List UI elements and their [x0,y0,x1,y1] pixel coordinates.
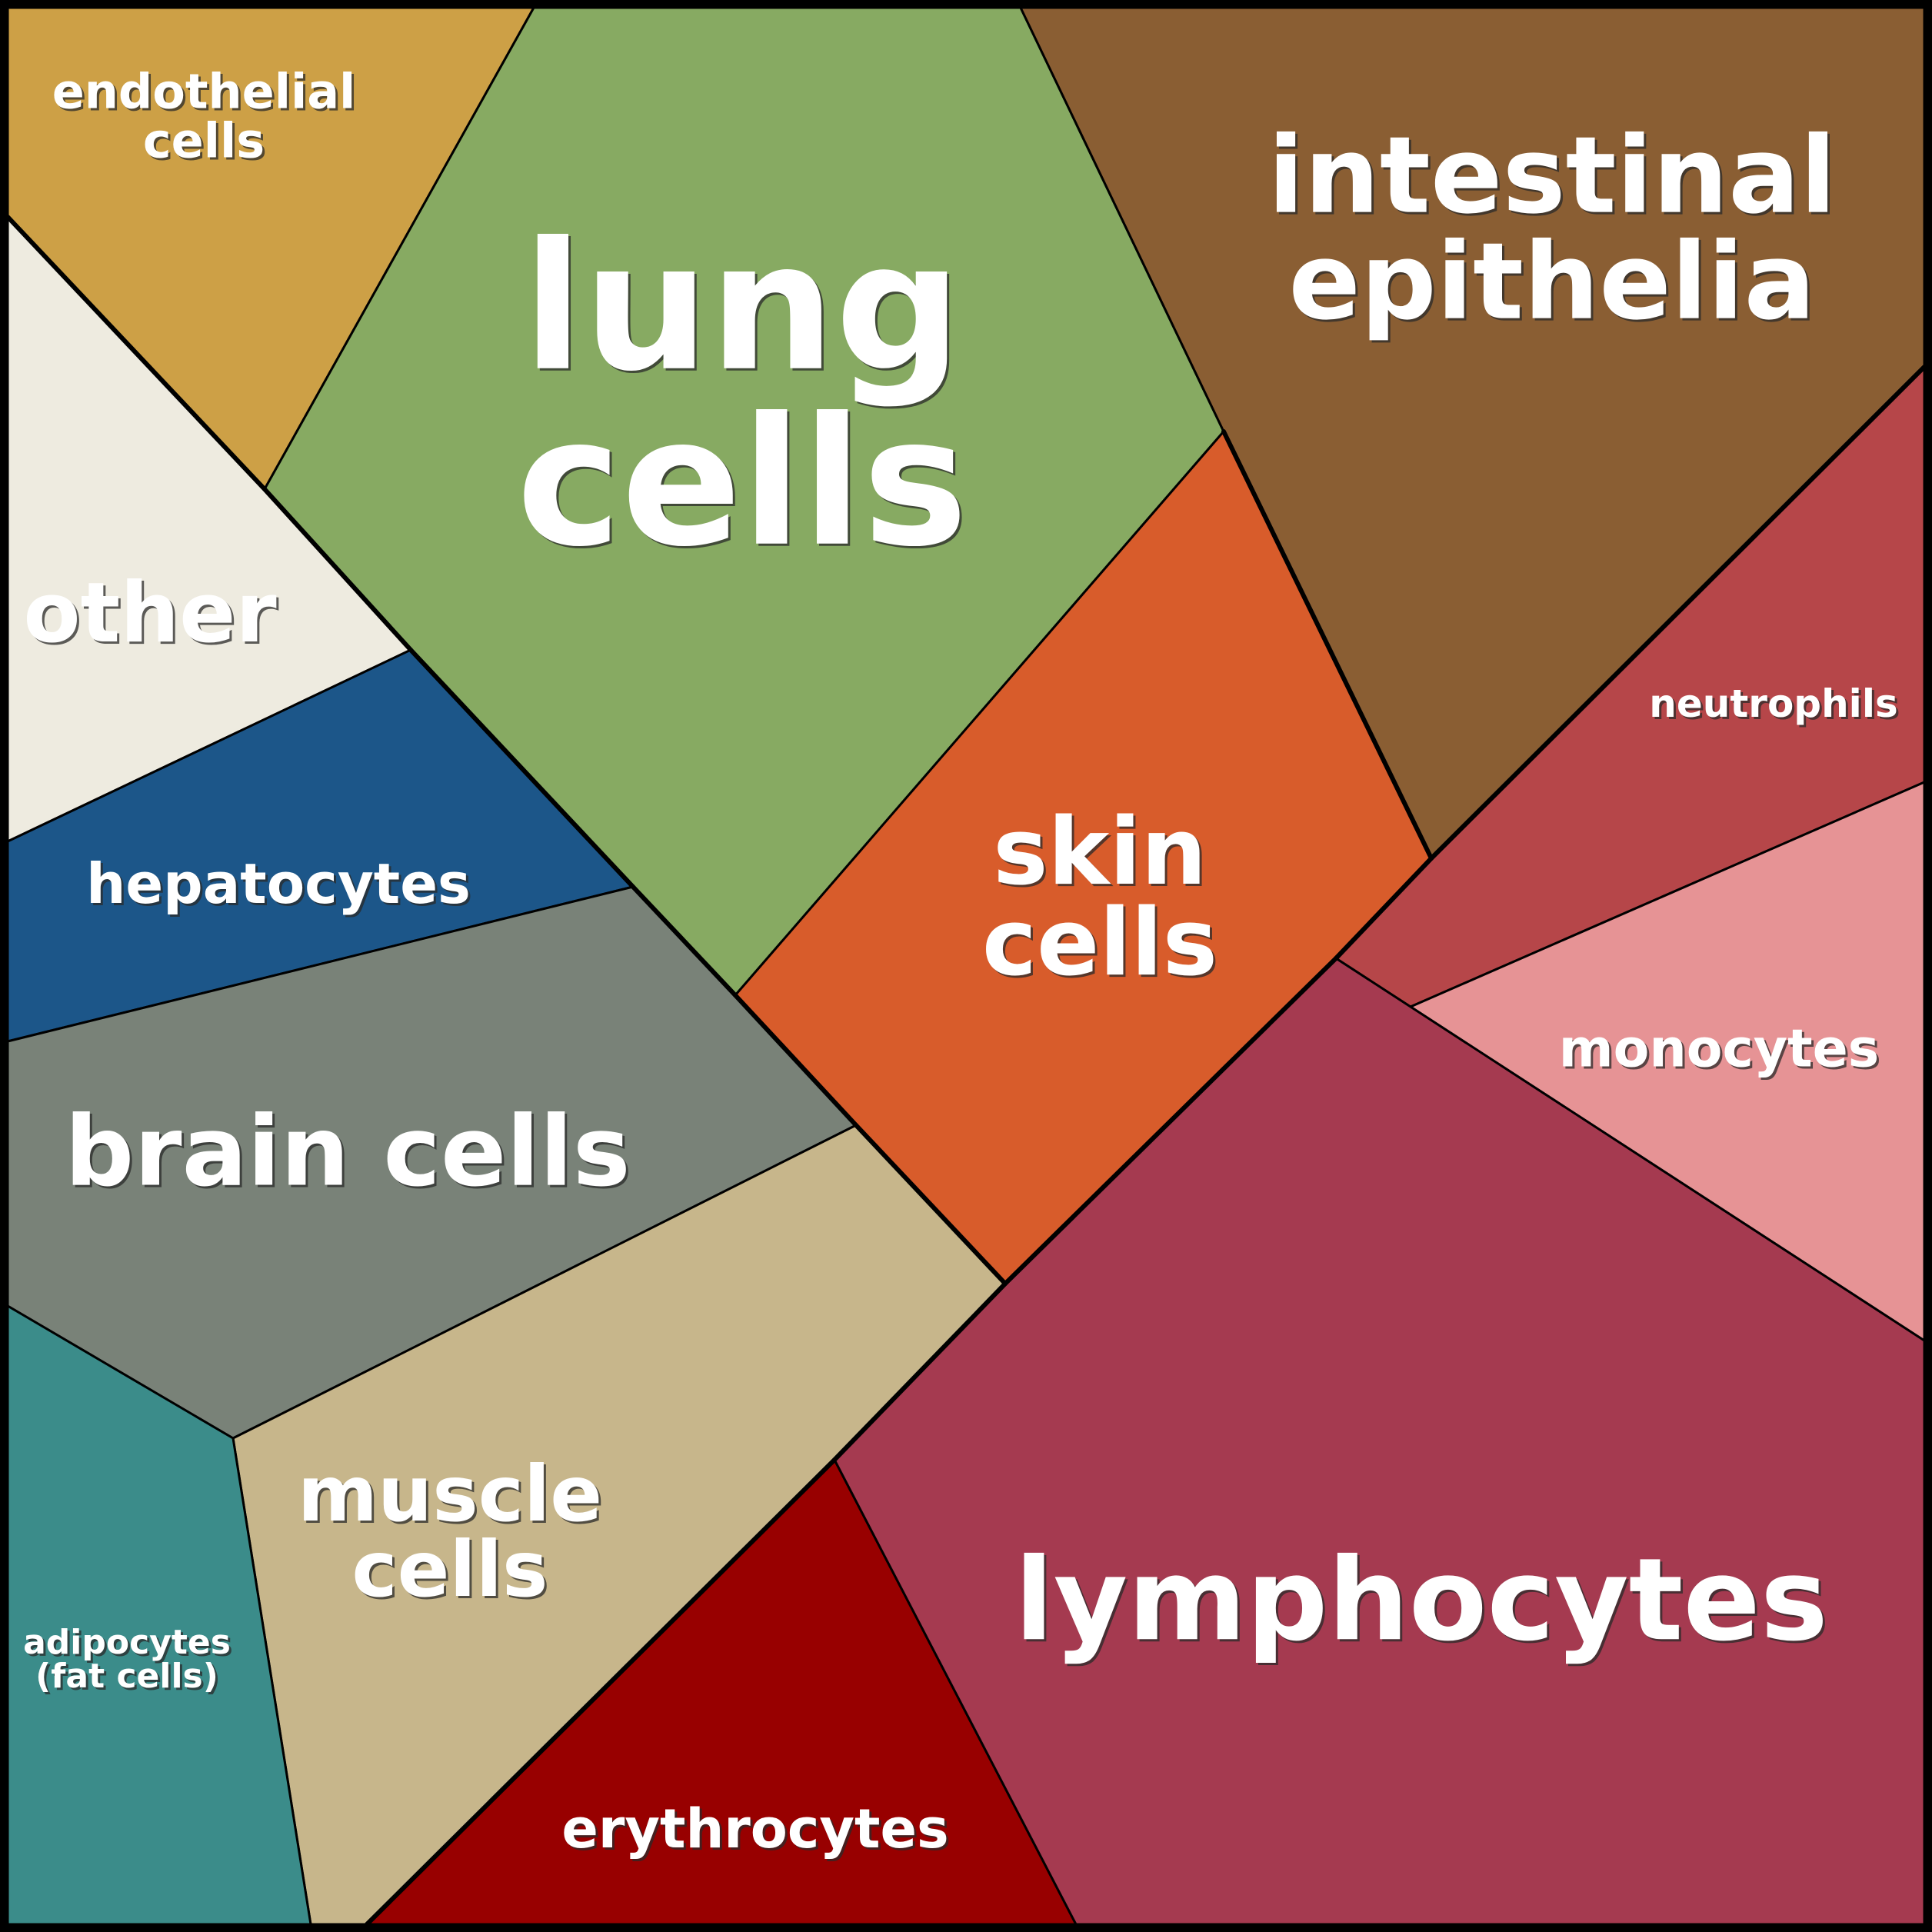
label-shadow-hepatocytes: hepatocytes [88,854,473,918]
label-shadow-brain: brain cells [67,1097,633,1210]
label-shadow-muscle: muscle [300,1451,605,1541]
label-shadow-monocytes: monocytes [1561,1021,1881,1081]
label-adipocytes: adipocytes [23,1623,231,1662]
label-skin: skin [993,799,1207,906]
label-shadow-other: other [25,568,278,664]
label-shadow-lung: cells [519,383,971,588]
label-lymphocytes: lymphocytes [1014,1534,1828,1666]
labels-layer: endothelialendothelialcellscellslunglung… [23,63,1900,1863]
label-monocytes: monocytes [1559,1018,1879,1079]
label-shadow-neutrophils: neutrophils [1651,684,1900,728]
label-shadow-adipocytes: adipocytes [25,1625,233,1664]
label-adipocytes: (fat cells) [35,1657,218,1696]
boundary-line [631,884,738,998]
label-endothelial: endothelial [52,63,356,119]
label-shadow-intestinal: epithelia [1291,222,1817,346]
label-shadow-muscle: cells [354,1527,550,1617]
label-intestinal: epithelia [1288,220,1815,344]
label-neutrophils: neutrophils [1649,681,1897,726]
boundary-line [262,487,413,652]
label-shadow-skin: skin [995,801,1209,908]
boundary-line [1003,956,1338,1286]
boundary-line [1221,429,1434,861]
label-shadow-endothelial: cells [145,115,267,171]
label-hepatocytes: hepatocytes [86,851,471,916]
label-shadow-erythrocytes: erythrocytes [564,1800,951,1863]
label-endothelial: cells [143,112,265,168]
label-shadow-endothelial: endothelial [55,65,358,122]
boundary-line [5,215,267,491]
label-shadow-lymphocytes: lymphocytes [1017,1536,1830,1668]
label-muscle: cells [351,1524,548,1614]
label-brain: brain cells [65,1094,631,1208]
label-intestinal: intestinal [1267,114,1836,238]
label-shadow-skin: cells [984,892,1220,999]
boundary-line [365,1457,837,1927]
regions-layer [6,6,1926,1926]
label-shadow-intestinal: intestinal [1270,116,1838,240]
label-shadow-adipocytes: (fat cells) [38,1659,221,1698]
boundary-line [408,648,635,889]
label-erythrocytes: erythrocytes [561,1797,948,1860]
label-lung: cells [517,381,968,586]
boundary-line [733,993,858,1128]
boundaries-layer [5,215,1927,1927]
label-muscle: muscle [298,1449,602,1539]
boundary-line [1429,365,1927,861]
label-lung: lung [523,205,962,411]
label-other: other [23,565,276,661]
label-shadow-lung: lung [525,208,964,413]
boundary-line [832,1281,1008,1462]
boundary-line [1334,856,1434,961]
boundary-line [854,1123,1008,1286]
label-skin: cells [982,890,1217,997]
